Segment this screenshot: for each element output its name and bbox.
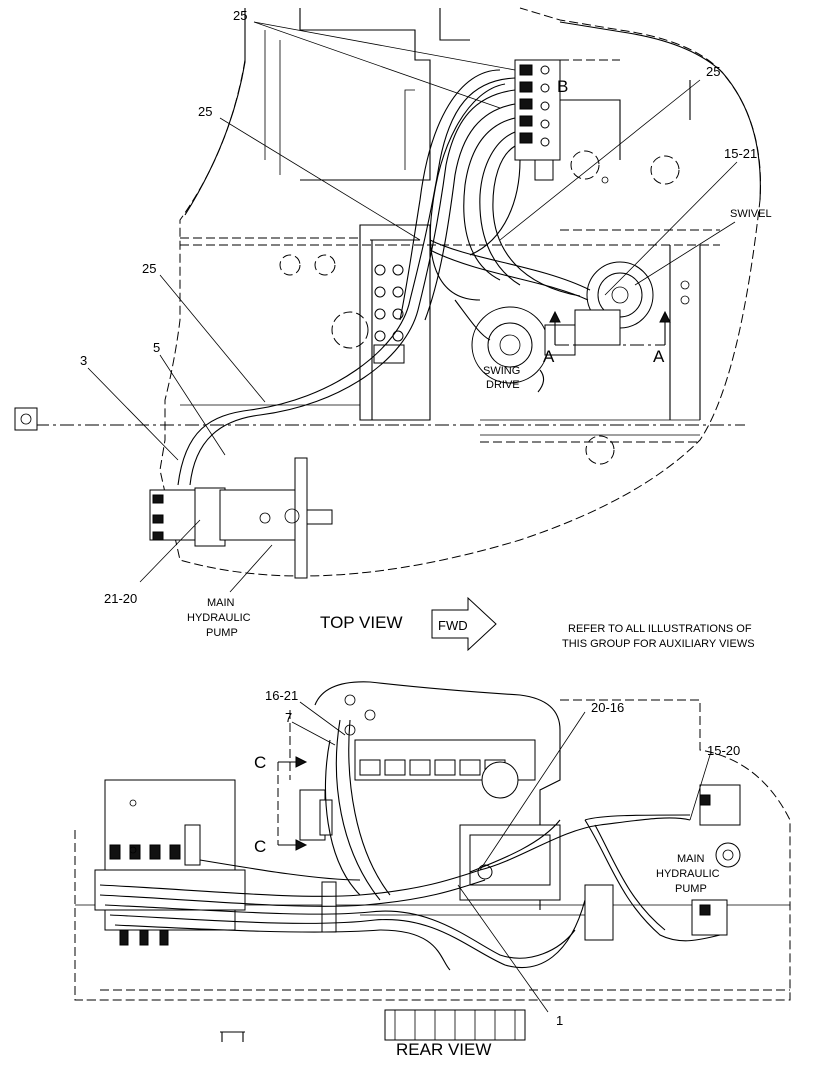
fwd-arrow-icon: [431, 596, 497, 652]
section-c-marker: [277, 756, 308, 851]
top-view-title: TOP VIEW: [320, 613, 403, 632]
valve-block-b: [514, 59, 561, 181]
leader-lines-top: [87, 21, 738, 593]
engine-head: [344, 694, 536, 799]
engine-block: [220, 824, 561, 1042]
callout-1: 1: [556, 1013, 563, 1028]
label-pump-rear-3: PUMP: [675, 883, 707, 895]
upper-structure: [299, 8, 470, 181]
callout-25-b: 25: [198, 104, 212, 119]
callout-20-16: 20-16: [591, 700, 624, 715]
fwd-label: FWD: [438, 618, 468, 633]
callout-15-21: 15-21: [724, 146, 757, 161]
main-hydraulic-pump-top: [149, 457, 333, 579]
label-a-right: A: [653, 347, 665, 366]
callout-16-21: 16-21: [265, 688, 298, 703]
label-pump-top-3: PUMP: [206, 627, 238, 639]
swing-drive: [471, 306, 576, 393]
rear-view: 16-21 7 20-16 15-20 1 C C MAIN HYDRAULIC…: [74, 681, 791, 1059]
callout-5: 5: [153, 340, 160, 355]
engine-outline: [314, 681, 561, 910]
callout-25-c: 25: [706, 64, 720, 79]
label-swivel: SWIVEL: [730, 208, 772, 220]
label-b: B: [557, 77, 568, 96]
center-frame: [359, 224, 431, 421]
right-frame: [560, 80, 701, 420]
rear-view-title: REAR VIEW: [396, 1040, 491, 1059]
hose-bundle: [177, 69, 591, 486]
label-swing-1: SWING: [483, 365, 520, 377]
callout-25-a: 25: [233, 8, 247, 23]
note-line-1: REFER TO ALL ILLUSTRATIONS OF: [568, 623, 752, 635]
callout-3: 3: [80, 353, 87, 368]
top-view: 25 25 25 25 15-21 3 5 21-20 SWIVEL B A A…: [14, 7, 772, 652]
control-valve-stack: [94, 779, 246, 946]
label-pump-rear-1: MAIN: [677, 853, 705, 865]
callout-25-d: 25: [142, 261, 156, 276]
label-pump-rear-2: HYDRAULIC: [656, 868, 720, 880]
rear-hose-bundle: [99, 719, 721, 971]
note-line-2: THIS GROUP FOR AUXILIARY VIEWS: [562, 638, 755, 650]
target-icon: [14, 407, 38, 431]
swivel: [574, 261, 654, 346]
label-a-left: A: [543, 347, 555, 366]
callout-15-20: 15-20: [707, 743, 740, 758]
section-arrow-icon: [549, 310, 671, 346]
label-pump-top-1: MAIN: [207, 597, 235, 609]
frame-outline-solid: [184, 8, 761, 216]
label-swing-2: DRIVE: [486, 379, 520, 391]
label-c-top: C: [254, 753, 266, 772]
label-c-bottom: C: [254, 837, 266, 856]
main-hydraulic-pump-rear: [691, 784, 741, 936]
leader-lines-rear: [291, 701, 711, 1013]
callout-21-20: 21-20: [104, 591, 137, 606]
label-pump-top-2: HYDRAULIC: [187, 612, 251, 624]
fittings: [299, 789, 614, 941]
valve-ports-left: [373, 264, 405, 364]
callout-7: 7: [285, 710, 292, 725]
